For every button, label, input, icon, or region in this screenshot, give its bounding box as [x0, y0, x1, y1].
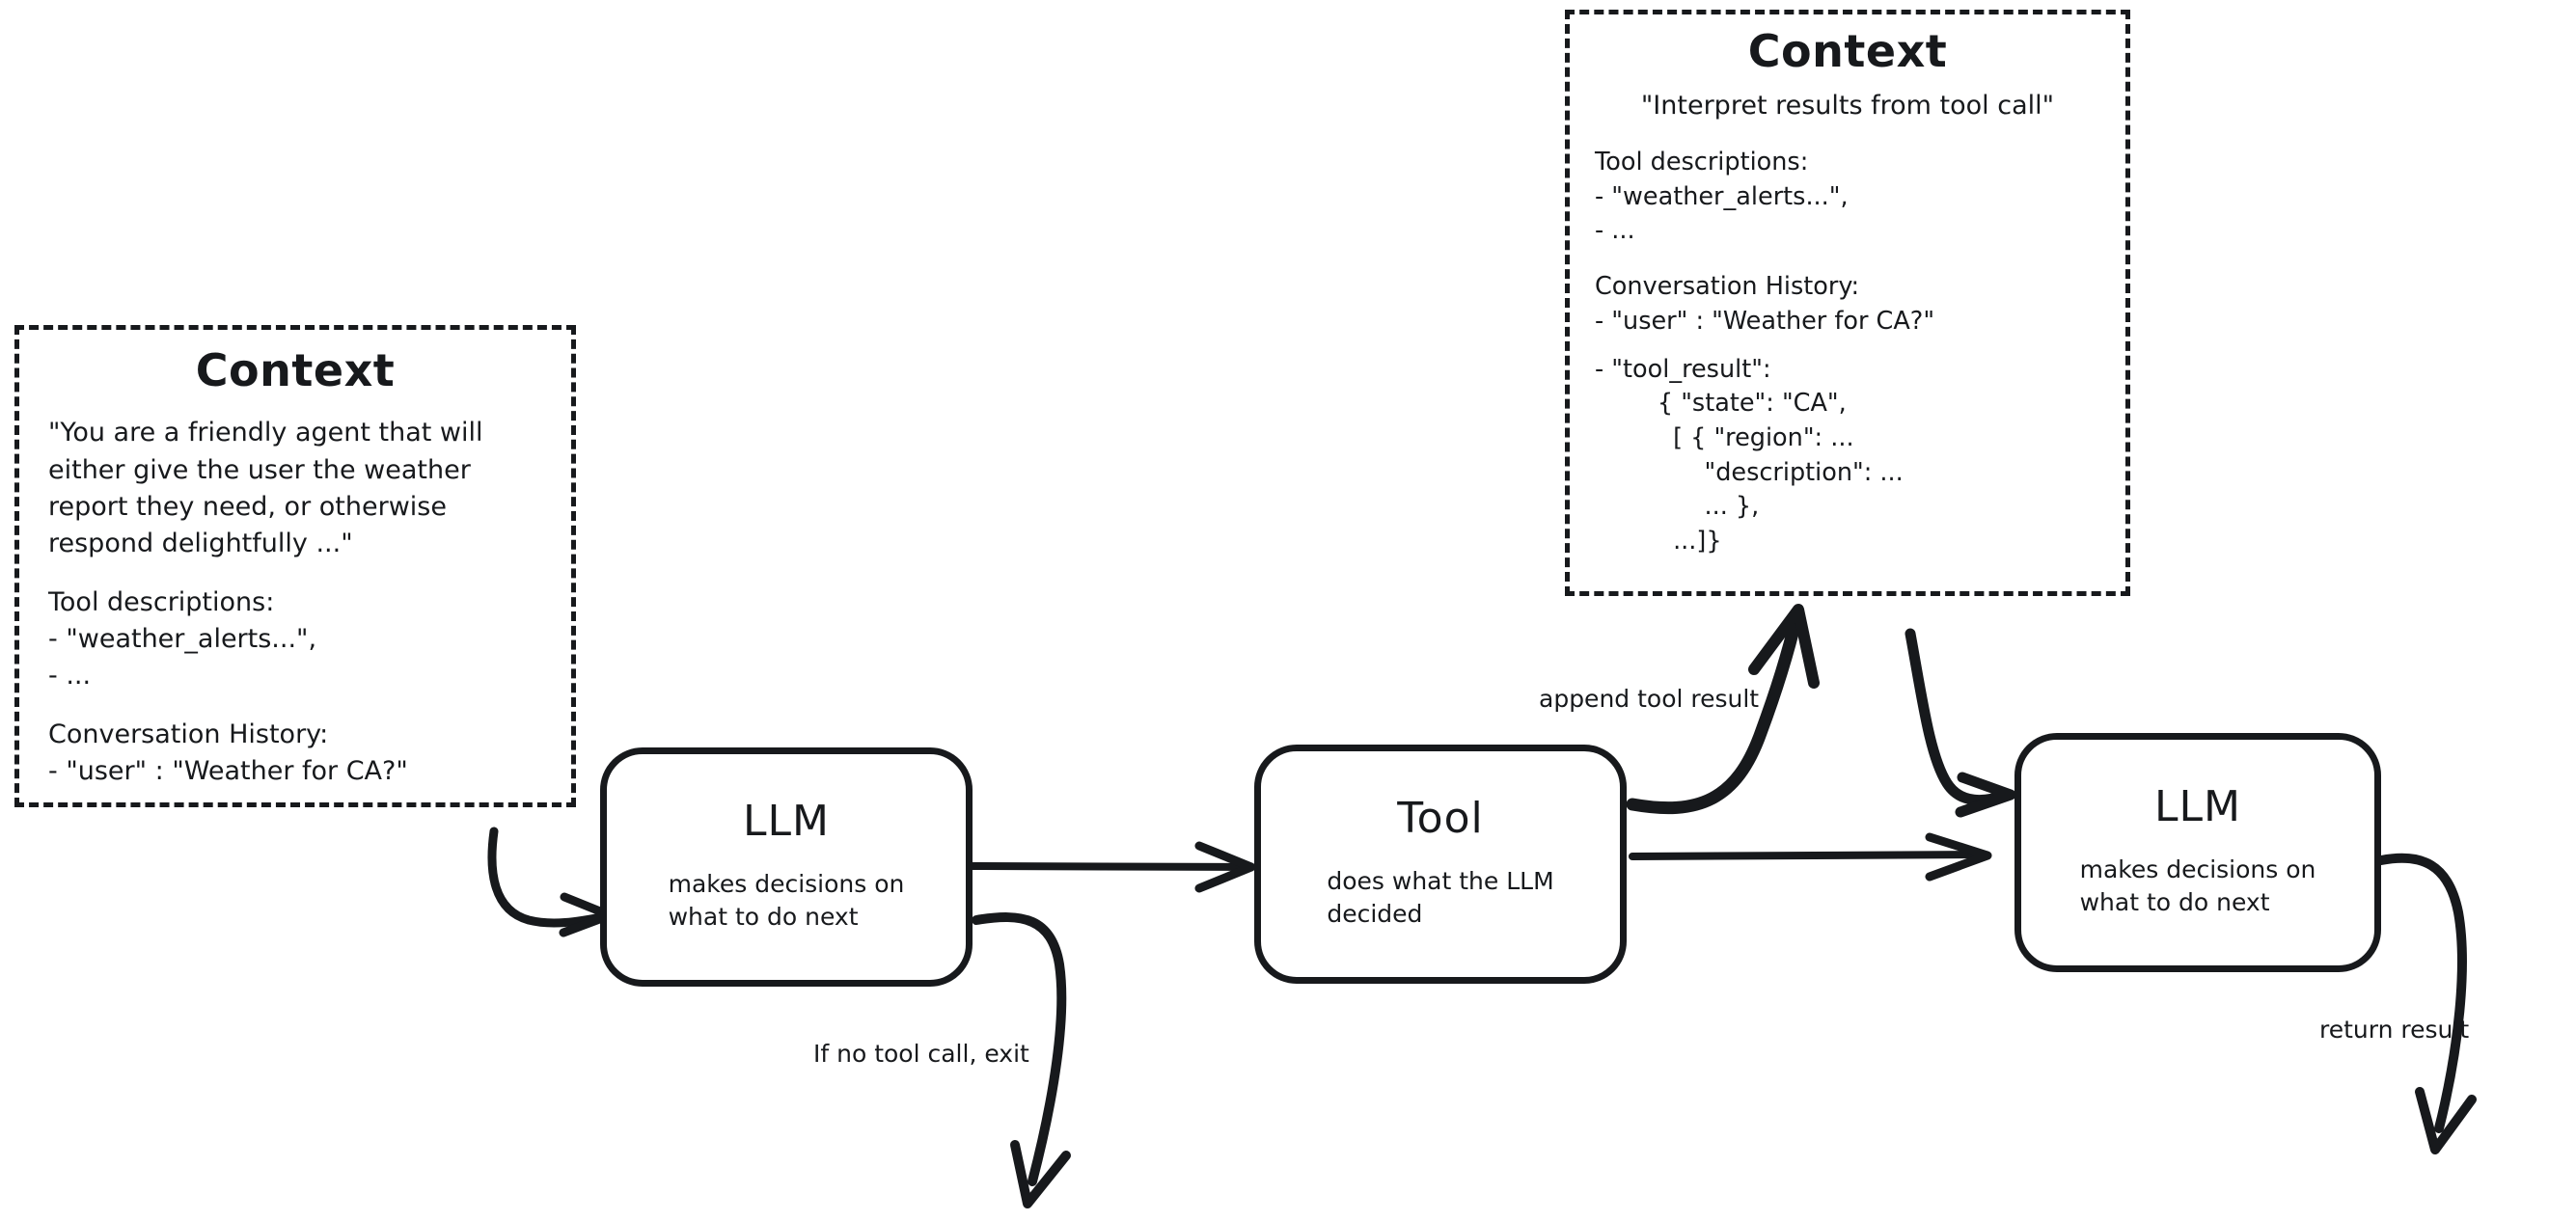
arrow-context2-to-llm2 [1905, 628, 2016, 818]
node-tool-subtitle: does what the LLM decided [1327, 867, 1554, 928]
left-context-tools-items: - "weather_alerts...", - ... [48, 623, 317, 692]
right-context-tool-result: - "tool_result": { "state": "CA", [ { "r… [1595, 354, 1904, 556]
arrow-context-to-llm [487, 827, 615, 937]
edge-label-append-tool-result: append tool result [1539, 685, 1760, 713]
left-context-title: Context [195, 344, 396, 396]
left-context-conversation-items: - "user" : "Weather for CA?" [48, 755, 408, 786]
right-context-conversation-user: - "user" : "Weather for CA?" [1595, 306, 1935, 336]
left-context-box: Context "You are a friendly agent that w… [14, 325, 576, 807]
left-context-conversation-header: Conversation History: [48, 719, 329, 749]
arrow-return-result [2376, 853, 2477, 1154]
arrow-tool-to-llm2 [1629, 832, 1992, 882]
right-context-tools-items: - "weather_alerts...", - ... [1595, 181, 1849, 246]
edge-label-no-tool-call: If no tool call, exit [813, 1040, 1029, 1068]
node-llm-second-subtitle: makes decisions on what to do next [2079, 855, 2316, 916]
node-llm-second[interactable]: LLM makes decisions on what to do next [2014, 733, 2381, 972]
right-context-conversation-header: Conversation History: [1595, 272, 1860, 302]
node-tool-title: Tool [1397, 794, 1484, 844]
right-context-title: Context [1747, 25, 1948, 77]
right-context-tools-header: Tool descriptions: [1595, 148, 1809, 177]
node-llm-second-title: LLM [2154, 782, 2241, 832]
node-llm-first[interactable]: LLM makes decisions on what to do next [600, 747, 973, 987]
node-llm-first-title: LLM [743, 797, 830, 847]
edge-label-return-result: return result [2319, 1016, 2470, 1044]
right-context-instruction: "Interpret results from tool call" [1640, 91, 2055, 122]
node-llm-first-subtitle: makes decisions on what to do next [668, 870, 905, 931]
left-context-tools-header: Tool descriptions: [48, 586, 275, 617]
arrow-llm-to-tool [967, 841, 1256, 893]
right-context-box: Context "Interpret results from tool cal… [1565, 10, 2130, 596]
node-tool[interactable]: Tool does what the LLM decided [1254, 745, 1627, 984]
left-context-system-prompt: "You are a friendly agent that will eith… [48, 418, 483, 559]
